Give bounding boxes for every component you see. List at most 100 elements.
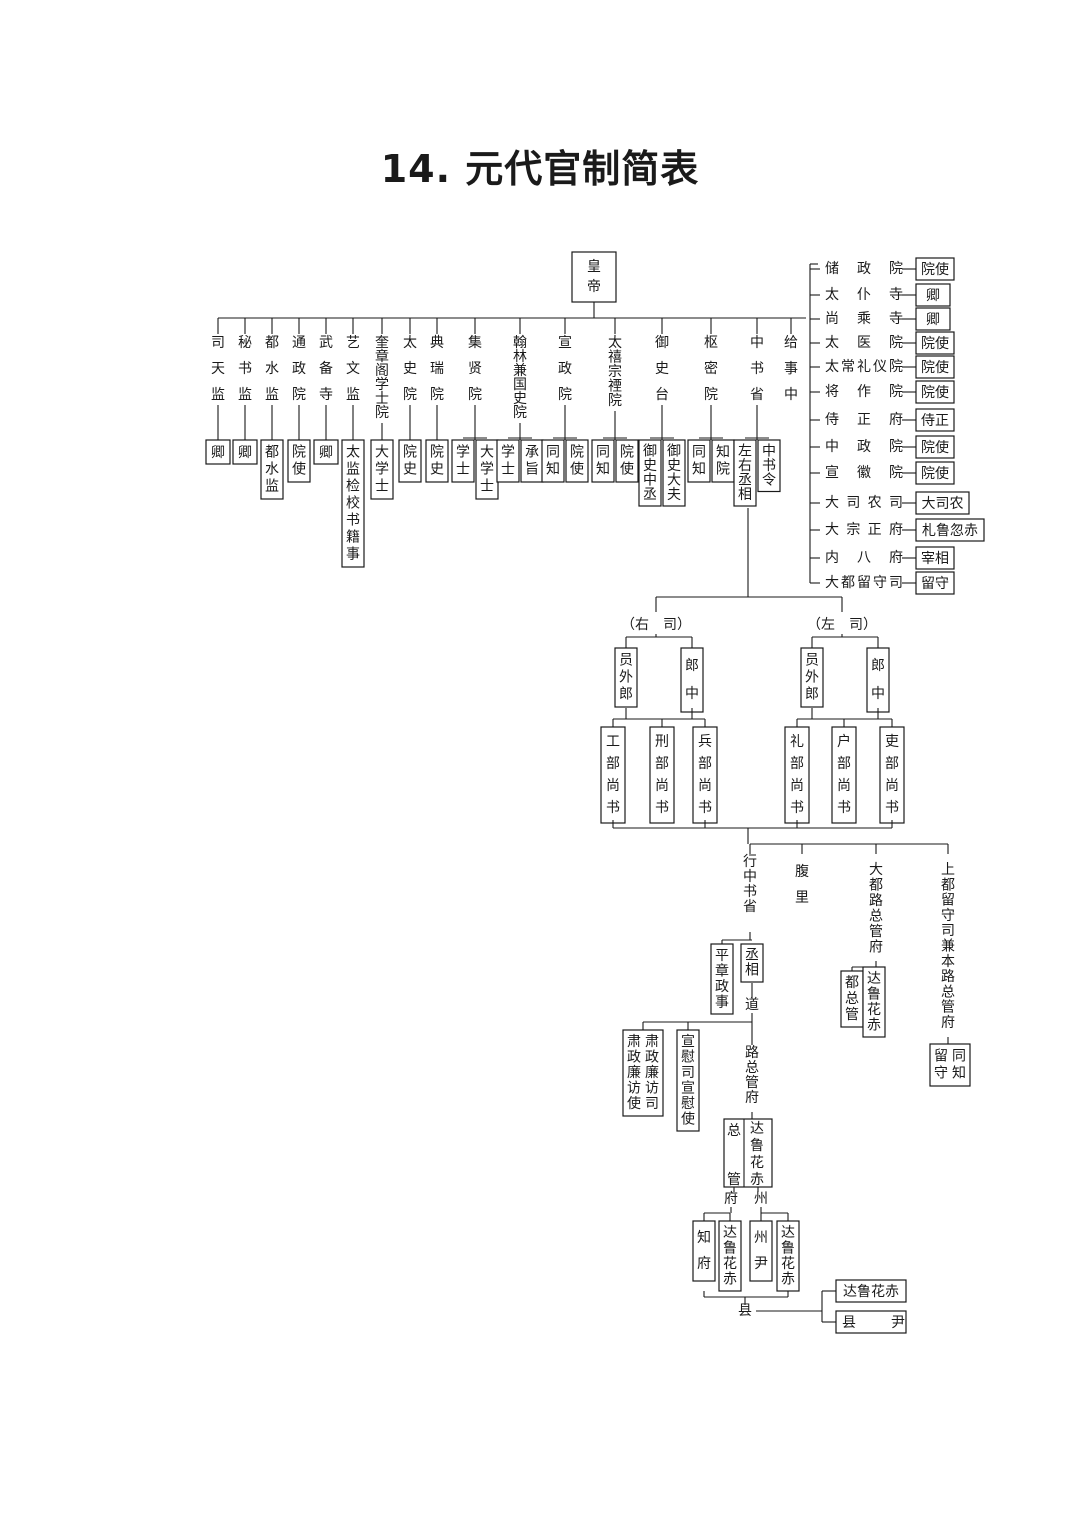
right-post-9-label: 大司农 bbox=[922, 496, 964, 512]
char: 省 bbox=[743, 899, 757, 915]
lu-post-guan: 管 bbox=[727, 1172, 741, 1188]
office-1: 秘书监 bbox=[238, 335, 252, 403]
post-box bbox=[615, 439, 639, 483]
office-8: 典瑞院 bbox=[430, 335, 444, 403]
char: 尚 bbox=[606, 778, 620, 794]
char: 书 bbox=[762, 458, 776, 474]
fu-post-daru-label: 达鲁花赤 bbox=[723, 1225, 737, 1288]
char: 院 bbox=[403, 387, 417, 403]
right-post-11-label: 宰相 bbox=[921, 551, 949, 567]
char: 院 bbox=[513, 405, 527, 421]
char: 府 bbox=[941, 1015, 955, 1031]
right-office-2-char: 寺 bbox=[889, 311, 903, 327]
right-office-1-char: 太 bbox=[825, 287, 839, 303]
post-box bbox=[662, 439, 686, 507]
char: 访 bbox=[645, 1081, 659, 1097]
right-post-0-label: 院使 bbox=[921, 261, 949, 278]
post-box bbox=[341, 439, 365, 568]
char: 相 bbox=[738, 487, 752, 503]
right-si-official bbox=[614, 647, 638, 708]
char: 宗 bbox=[608, 364, 622, 380]
right-post-3-label: 院使 bbox=[921, 335, 949, 352]
char: 尹 bbox=[754, 1256, 768, 1272]
char: 书 bbox=[743, 884, 757, 900]
char: 路 bbox=[869, 893, 883, 909]
right-post-5 bbox=[915, 380, 955, 404]
right-office-6-char: 府 bbox=[889, 412, 903, 428]
office-0: 司天监 bbox=[211, 335, 225, 403]
char: 院 bbox=[620, 445, 634, 461]
char: 院 bbox=[468, 387, 482, 403]
char: 使 bbox=[620, 461, 634, 478]
dao-office-xuanwei bbox=[676, 1029, 700, 1132]
post-box bbox=[205, 439, 231, 465]
char: 兼 bbox=[941, 939, 955, 955]
char: 瑞 bbox=[430, 361, 444, 377]
char: 守 bbox=[941, 908, 955, 924]
left-si-official bbox=[800, 647, 824, 708]
post-box bbox=[313, 439, 339, 465]
char: 同 bbox=[596, 445, 610, 461]
office-2: 都水监 bbox=[265, 335, 279, 403]
char: 政 bbox=[645, 1049, 659, 1065]
char: 典 bbox=[430, 335, 444, 351]
char: 监 bbox=[265, 387, 279, 403]
char: 同 bbox=[952, 1049, 966, 1065]
char: 校 bbox=[346, 495, 360, 512]
post-box bbox=[565, 439, 589, 483]
char: 水 bbox=[265, 361, 279, 377]
right-office-11-char: 府 bbox=[889, 550, 903, 566]
char: 章 bbox=[375, 348, 389, 365]
char: 知 bbox=[692, 461, 706, 478]
char: 政 bbox=[558, 361, 572, 377]
char: 司 bbox=[211, 335, 225, 351]
char: 左 bbox=[738, 443, 752, 459]
char: 丞 bbox=[738, 472, 752, 488]
post-box-label: 同知 bbox=[692, 445, 706, 478]
char: 司 bbox=[645, 1096, 659, 1112]
right-post-4 bbox=[915, 355, 955, 379]
right-office-5-char: 作 bbox=[857, 384, 871, 400]
char: 省 bbox=[750, 387, 764, 403]
right-si-label: （右 司） bbox=[621, 617, 691, 633]
char: 府 bbox=[697, 1256, 711, 1272]
char: 达 bbox=[867, 971, 881, 987]
char: 行 bbox=[743, 854, 757, 870]
right-post-7-label: 院使 bbox=[921, 439, 949, 456]
post-box-label: 都水监 bbox=[265, 445, 279, 495]
char: 史 bbox=[643, 458, 657, 474]
char: 肃 bbox=[645, 1034, 659, 1050]
char: 院 bbox=[292, 445, 306, 461]
char: 慰 bbox=[681, 1048, 695, 1065]
char: 水 bbox=[265, 462, 279, 478]
right-office-4-char: 礼 bbox=[857, 359, 871, 375]
right-office-1-char: 仆 bbox=[857, 287, 871, 303]
right-post-9 bbox=[915, 491, 970, 515]
char: 宣 bbox=[681, 1080, 695, 1096]
fu-post-zhifu bbox=[692, 1220, 716, 1282]
char: 国 bbox=[513, 377, 527, 393]
char: 员 bbox=[805, 653, 819, 669]
xian-label: 县 bbox=[738, 1303, 752, 1319]
office-13: 御史台 bbox=[655, 335, 669, 403]
office-11: 宣政院 bbox=[558, 335, 572, 403]
char: 给 bbox=[784, 335, 798, 351]
char: 同 bbox=[692, 445, 706, 461]
char: 奎 bbox=[375, 335, 389, 351]
char: 院 bbox=[570, 445, 584, 461]
right-office-12-char: 留 bbox=[857, 575, 871, 591]
char: 总 bbox=[745, 1060, 759, 1076]
char: 访 bbox=[627, 1081, 641, 1097]
char: 管 bbox=[941, 1000, 955, 1016]
right-office-10-char: 正 bbox=[868, 522, 882, 538]
post-box bbox=[687, 439, 711, 483]
right-office-3-char: 太 bbox=[825, 335, 839, 351]
char: 翰 bbox=[513, 335, 527, 351]
post-box bbox=[232, 439, 258, 465]
post-box-label: 承旨 bbox=[525, 445, 539, 478]
char: 士 bbox=[480, 479, 494, 495]
